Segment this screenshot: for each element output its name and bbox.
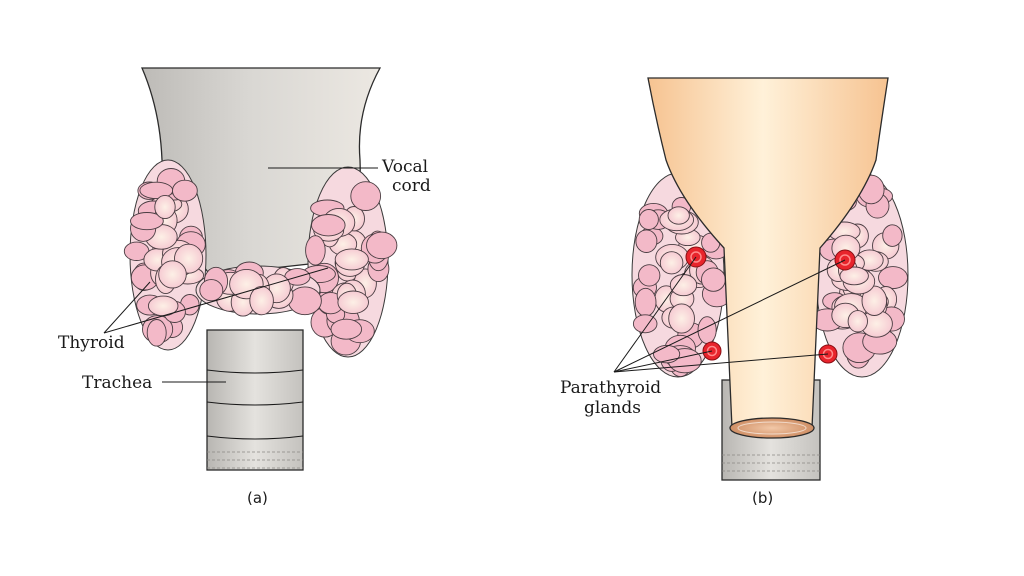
thyroid-follicle (337, 290, 369, 315)
thyroid-follicle (669, 274, 698, 297)
thyroid-follicle (635, 229, 658, 253)
thyroid-follicle (878, 266, 908, 290)
thyroid-follicle (659, 251, 684, 275)
trachea-a (206, 329, 304, 471)
thyroid-follicle (330, 318, 363, 340)
panel-a (123, 67, 398, 471)
label-vocal-cord-line2: cord (392, 176, 431, 196)
thyroid-follicle (882, 224, 903, 247)
caption-a: (a) (247, 489, 268, 507)
thyroid-follicle (350, 181, 382, 211)
thyroid-follicle (638, 264, 661, 287)
thyroid-follicle (172, 179, 198, 202)
thyroid-follicle (653, 344, 681, 364)
thyroid-follicle (154, 194, 176, 220)
thyroid-follicle (334, 248, 369, 271)
thyroid-follicle (847, 310, 868, 333)
thyroid-follicle (667, 206, 690, 225)
panel-b (631, 77, 909, 481)
thyroid-follicle (146, 319, 167, 347)
thyroid-a (123, 159, 398, 358)
thyroid-follicle (199, 279, 224, 302)
thyroid-follicle (861, 285, 888, 316)
label-parathyroid-line2: glands (584, 398, 641, 418)
thyroid-follicle (634, 287, 657, 317)
thyroid-follicle (839, 266, 869, 286)
thyroid-follicle (668, 303, 695, 334)
caption-b: (b) (752, 489, 773, 507)
thyroid-follicle (311, 214, 346, 237)
thyroid-follicle (305, 235, 326, 266)
thyroid-follicle (130, 212, 164, 231)
thyroid-follicle (638, 209, 659, 230)
thyroid-follicle (287, 286, 322, 316)
label-parathyroid-line1: Parathyroid (560, 378, 661, 398)
label-thyroid: Thyroid (58, 333, 125, 353)
thyroid-follicle (701, 267, 726, 292)
thyroid-follicle (158, 260, 187, 289)
label-vocal-cord-line1: Vocal (381, 157, 428, 177)
thyroid-follicle (249, 285, 274, 316)
leader-lines (103, 167, 846, 383)
label-trachea: Trachea (82, 373, 152, 393)
trachea-lumen (729, 417, 815, 439)
thyroid-follicle (366, 231, 398, 260)
